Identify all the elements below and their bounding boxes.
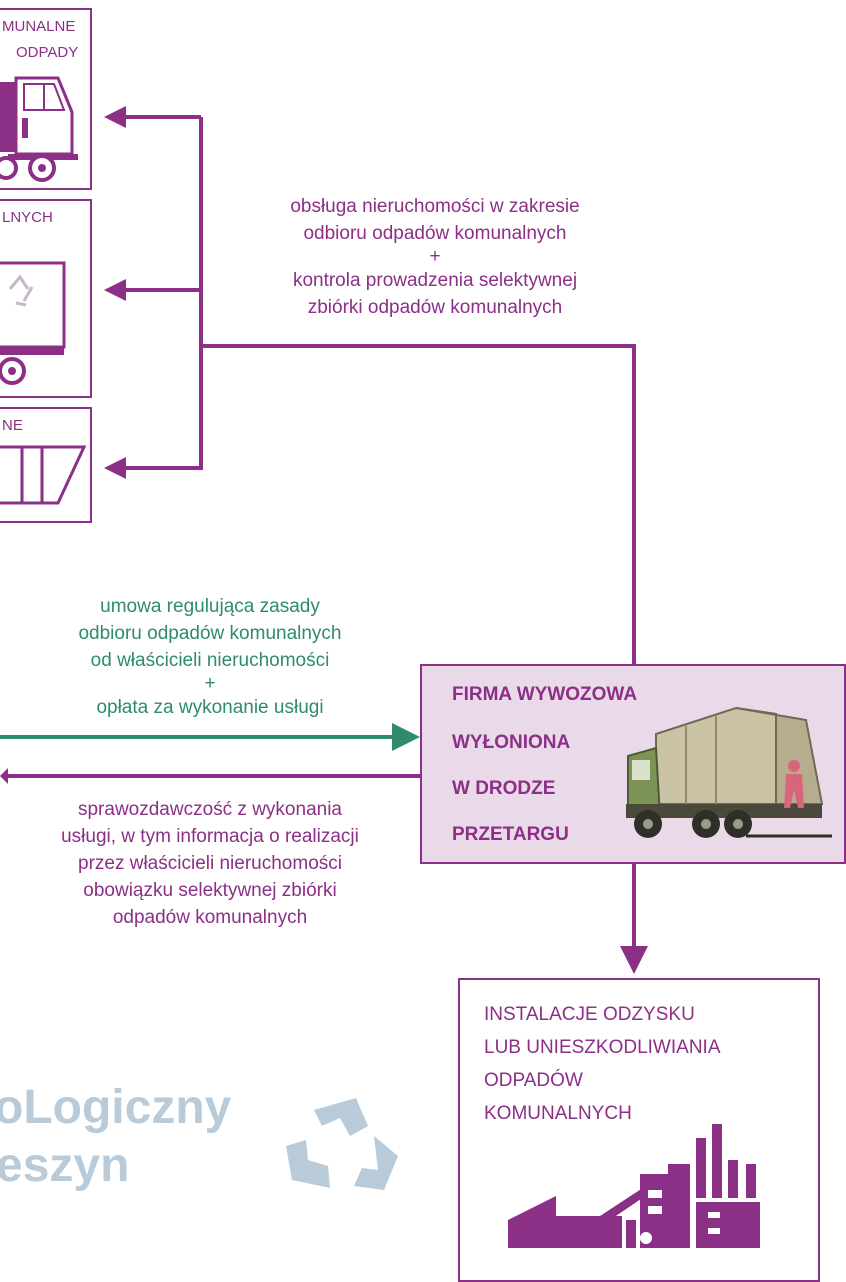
- installation-line-1: INSTALACJE ODZYSKU: [484, 1004, 695, 1025]
- box3-label: NE: [2, 417, 23, 434]
- report-line-2: usługi, w tym informacja o realizacji: [61, 826, 359, 847]
- report-annotation: sprawozdawczość z wykonania usługi, w ty…: [0, 796, 420, 931]
- contract-line-4: opłata za wykonanie usługi: [96, 697, 324, 718]
- report-line-4: obowiązku selektywnej zbiórki: [83, 880, 337, 901]
- service-line-2: odbioru odpadów komunalnych: [303, 223, 567, 244]
- watermark-text-2: eszyn: [0, 1139, 130, 1192]
- arrow-head-box2: [104, 279, 126, 301]
- service-line-3: kontrola prowadzenia selektywnej: [292, 270, 578, 291]
- factory-icon: [508, 1124, 760, 1248]
- compactor-truck-icon: [626, 706, 832, 838]
- watermark-text-1: oLogiczny: [0, 1081, 232, 1134]
- report-line-1: sprawozdawczość z wykonania: [77, 799, 342, 820]
- report-line-5: odpadów komunalnych: [112, 907, 308, 928]
- waste-box-container: NE: [0, 407, 92, 523]
- firm-line-4: PRZETARGU: [452, 824, 569, 845]
- installation-box: INSTALACJE ODZYSKU LUB UNIESZKODLIWIANIA…: [458, 978, 820, 1282]
- contract-plus: +: [204, 673, 216, 694]
- installation-line-3: ODPADÓW: [484, 1070, 583, 1091]
- arrow-head-installation: [620, 946, 648, 974]
- firm-line-3: W DRODZE: [452, 778, 556, 799]
- arrow-head-contract: [392, 723, 420, 751]
- box2-label: LNYCH: [2, 209, 53, 226]
- arrow-head-box3: [104, 457, 126, 479]
- installation-line-2: LUB UNIESZKODLIWIANIA: [484, 1037, 721, 1058]
- container-icon: [0, 445, 87, 505]
- contract-line-1: umowa regulująca zasady: [100, 596, 320, 617]
- recycling-truck-icon: [0, 261, 66, 385]
- arrow-head-box1: [104, 106, 126, 128]
- service-line-4: zbiórki odpadów komunalnych: [307, 297, 563, 318]
- contract-line-2: odbioru odpadów komunalnych: [78, 623, 342, 644]
- report-line-3: przez właścicieli nieruchomości: [78, 853, 342, 874]
- garbage-truck-icon: [0, 76, 78, 182]
- service-line-1: obsługa nieruchomości w zakresie: [290, 196, 580, 217]
- waste-box-selective: LNYCH: [0, 199, 92, 398]
- waste-firm-box: FIRMA WYWOZOWA WYŁONIONA W DRODZE PRZETA…: [420, 664, 846, 864]
- waste-box-mixed: MUNALNE ODPADY: [0, 8, 92, 190]
- contract-annotation: umowa regulująca zasady odbioru odpadów …: [0, 593, 420, 721]
- box1-label-line2: ODPADY: [16, 44, 79, 61]
- contract-line-3: od właścicieli nieruchomości: [90, 650, 330, 671]
- firm-line-2: WYŁONIONA: [452, 732, 571, 753]
- service-annotation: obsługa nieruchomości w zakresie odbioru…: [210, 193, 660, 321]
- firm-line-1: FIRMA WYWOZOWA: [452, 684, 638, 705]
- arrow-head-report: [0, 768, 8, 784]
- service-plus: +: [429, 246, 441, 267]
- installation-line-4: KOMUNALNYCH: [484, 1103, 632, 1124]
- box1-label-line1: MUNALNE: [2, 18, 76, 35]
- recycle-logo-icon: [286, 1098, 398, 1190]
